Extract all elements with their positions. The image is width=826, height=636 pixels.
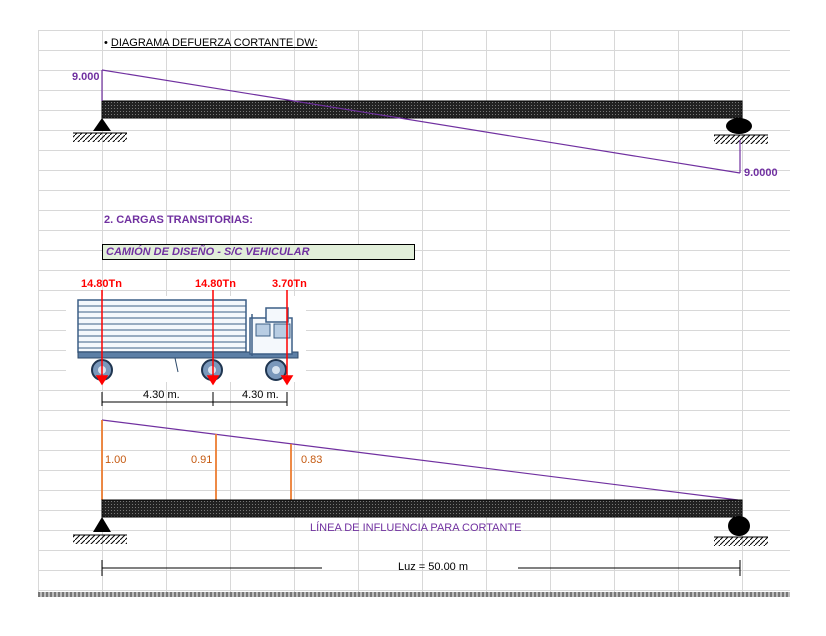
load-label-1: 14.80Tn [81, 278, 122, 290]
span-dimension [101, 560, 741, 576]
transient-loads-title: 2. CARGAS TRANSITORIAS: [104, 214, 253, 226]
span-label: Luz = 50.00 m [398, 561, 469, 573]
top-beam [101, 100, 743, 119]
ordinate-label-3: 0.83 [301, 454, 323, 466]
bottom-right-support [714, 516, 768, 546]
design-truck-box: CAMIÓN DE DISEÑO - S/C VEHICULAR [102, 244, 415, 260]
truck-illustration [66, 296, 306, 382]
load-label-3: 3.70Tn [272, 278, 307, 290]
dw-bullet: • [104, 37, 108, 49]
load-arrow-1 [95, 290, 109, 386]
top-left-support [73, 118, 127, 142]
dw-shear-line [101, 69, 741, 174]
spacing-label-1: 4.30 m. [143, 389, 180, 401]
bottom-left-support [73, 517, 127, 544]
influence-line [101, 419, 739, 501]
ordinate-label-2: 0.91 [191, 454, 213, 466]
load-label-2: 14.80Tn [195, 278, 236, 290]
axle-spacing-dimension [101, 392, 288, 406]
dw-left-value: 9.000 [72, 71, 100, 83]
bottom-beam [101, 499, 743, 518]
bottom-border [38, 592, 790, 597]
dw-title: DIAGRAMA DEFUERZA CORTANTE DW: [110, 37, 318, 49]
dw-right-value: 9.0000 [744, 167, 778, 179]
influence-line-title: LÍNEA DE INFLUENCIA PARA CORTANTE [310, 522, 522, 534]
load-arrow-3 [280, 290, 294, 386]
ordinate-label-1: 1.00 [105, 454, 127, 466]
dw-heading: • DIAGRAMA DEFUERZA CORTANTE DW: [104, 37, 318, 49]
load-arrow-2 [206, 290, 220, 386]
spacing-label-2: 4.30 m. [242, 389, 279, 401]
top-right-support [714, 118, 768, 144]
